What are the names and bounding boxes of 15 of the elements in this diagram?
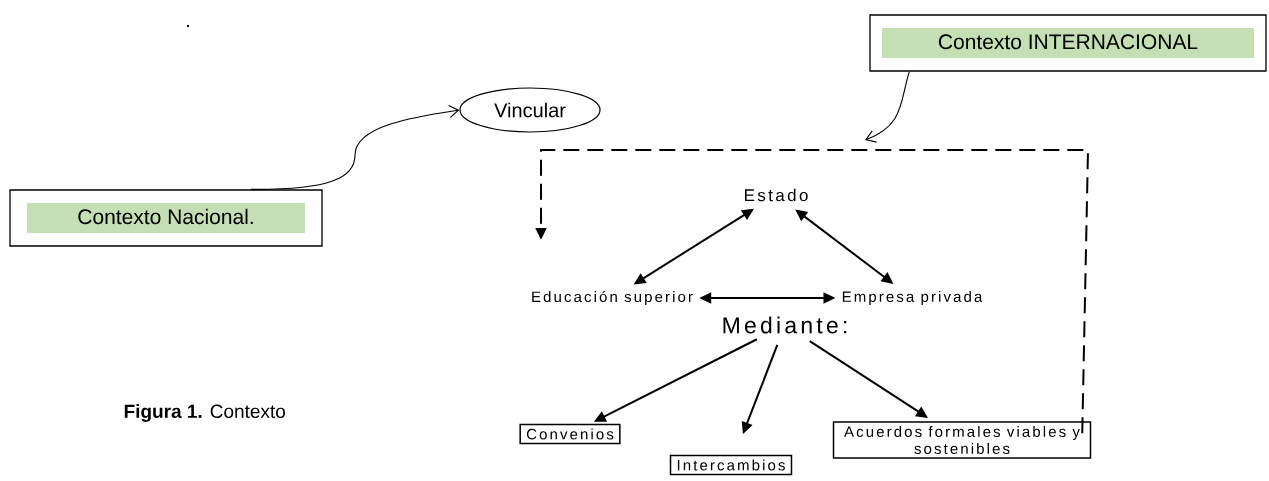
ellipse-node: Vincular [459, 87, 601, 133]
figure-caption: Figura 1. Contexto [124, 404, 285, 422]
context-box: Contexto Nacional. [9, 189, 323, 247]
curved-arrow [250, 105, 460, 190]
leader-line [865, 71, 910, 143]
node-label: Empresa privada [842, 291, 983, 305]
node-label: Estado [745, 188, 808, 202]
text-box: Intercambios [669, 454, 793, 476]
dashed-arrow [535, 149, 1090, 435]
text-box: Convenios [519, 423, 621, 445]
node-label: Educación superior [532, 290, 693, 306]
text-box: Acuerdos formales viables y sostenibles [832, 421, 1092, 459]
dot-mark: . [187, 24, 189, 28]
node-label: Mediante: [723, 316, 847, 334]
context-box: Contexto INTERNACIONAL [869, 14, 1267, 72]
